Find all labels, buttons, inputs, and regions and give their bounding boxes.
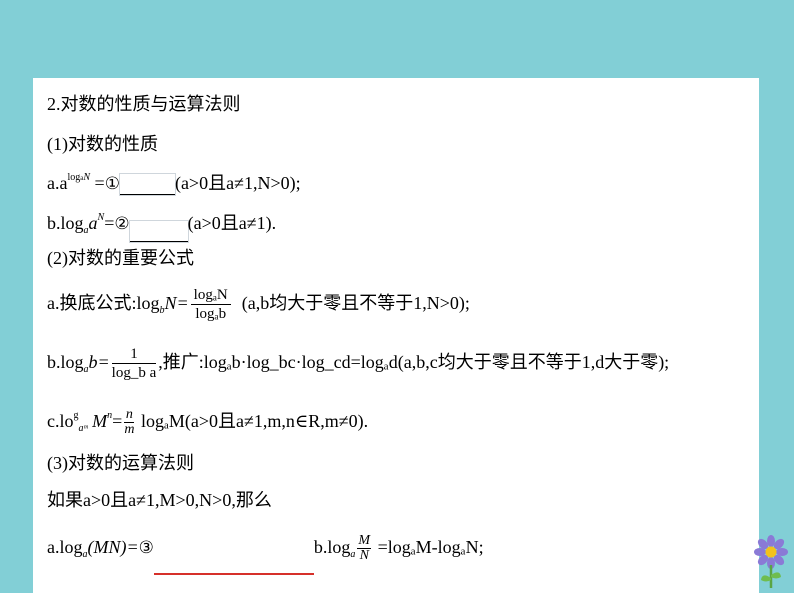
formula-c-M: M xyxy=(92,411,108,431)
blank-2-marker: ② xyxy=(114,214,130,234)
rule-b-prefix: b.log xyxy=(313,537,351,557)
formula-c-g: g xyxy=(73,410,79,421)
rule-intro: 如果a>0且a≠1,M>0,N>0,那么 xyxy=(47,489,272,511)
rule-a-MN: (MN)= xyxy=(87,537,139,557)
blank-1-marker: ① xyxy=(104,174,120,194)
prop-b-condition: (a>0且a≠1). xyxy=(187,213,277,233)
formula-a-condition: (a,b均大于零且不等于1,N>0); xyxy=(241,293,470,313)
exp-log: log xyxy=(67,172,81,183)
prop-a-prefix: a.a xyxy=(47,173,68,193)
formula-b-generalization: ,推广:logₐb·log_bc·log_cd=logₐd(a,b,c均大于零且… xyxy=(158,352,670,372)
formula-b-prefix: b.log xyxy=(47,352,84,372)
prop-b-base: a xyxy=(83,225,89,236)
prop-b-a: a xyxy=(88,213,98,233)
slide-content-area xyxy=(33,78,759,593)
prop-b-eq: = xyxy=(104,213,115,233)
section-2-text: (2)对数的重要公式 xyxy=(47,248,194,268)
formula-c-eq: = xyxy=(112,411,123,431)
section-1-title: (1)对数的性质 xyxy=(47,133,158,155)
formula-c-base: aᵐ xyxy=(78,423,88,434)
fraction-numerator: 1 xyxy=(111,345,157,365)
flower-decoration-icon xyxy=(754,535,788,588)
section-1-text: (1)对数的性质 xyxy=(47,134,158,154)
blank-3[interactable] xyxy=(153,553,314,575)
prop-a-eq: = xyxy=(94,173,105,193)
blank-3-marker: ③ xyxy=(138,538,154,558)
section-3-title: (3)对数的运算法则 xyxy=(47,452,194,474)
rule-intro-text: 如果a>0且a≠1,M>0,N>0,那么 xyxy=(47,490,272,510)
rule-b-base: a xyxy=(350,549,356,560)
rule-a-prefix: a.log xyxy=(47,537,83,557)
formula-c-rest: logₐM(a>0且a≠1,m,n∈R,m≠0). xyxy=(140,411,369,431)
exp-sub: a xyxy=(80,174,84,182)
exp-N: N xyxy=(83,172,91,183)
fraction-denominator: N xyxy=(359,548,369,564)
prop-a-exponent: logaN xyxy=(67,172,90,183)
property-b: b.logaaN=② (a>0且a≠1). xyxy=(47,207,276,242)
formula-a-base: b xyxy=(159,305,165,316)
formula-b-b: b= xyxy=(88,352,110,372)
property-a: a.alogaN =① (a>0且a≠1,N>0); xyxy=(47,167,301,195)
formula-c-n: n xyxy=(107,410,113,421)
heading-text: 2.对数的性质与运算法则 xyxy=(47,94,241,114)
fraction-numerator: logₐN xyxy=(190,286,231,306)
prop-b-exp: N xyxy=(97,212,105,223)
formula-a-prefix: a.换底公式:log xyxy=(47,293,160,313)
heading: 2.对数的性质与运算法则 xyxy=(47,93,241,115)
rule-a-base: a xyxy=(82,549,88,560)
fraction-numerator: M xyxy=(357,533,372,550)
fraction-numerator: n xyxy=(124,407,135,424)
prop-a-condition: (a>0且a≠1,N>0); xyxy=(174,173,301,193)
blank-1[interactable] xyxy=(119,174,175,195)
fraction-denominator: logₐb xyxy=(195,306,227,323)
formula-a-N: N= xyxy=(164,293,189,313)
fraction-denominator: m xyxy=(124,422,135,438)
section-2-title: (2)对数的重要公式 xyxy=(47,247,194,269)
section-3-text: (3)对数的运算法则 xyxy=(47,453,194,473)
blank-2[interactable] xyxy=(129,221,188,242)
formula-b-base: a xyxy=(83,364,89,375)
fraction-denominator: log_b a xyxy=(111,365,157,382)
formula-c-prefix: c.lo xyxy=(47,411,74,431)
prop-b-prefix: b.log xyxy=(47,213,84,233)
rule-b-rest: =logₐM-logₐN; xyxy=(377,537,484,557)
